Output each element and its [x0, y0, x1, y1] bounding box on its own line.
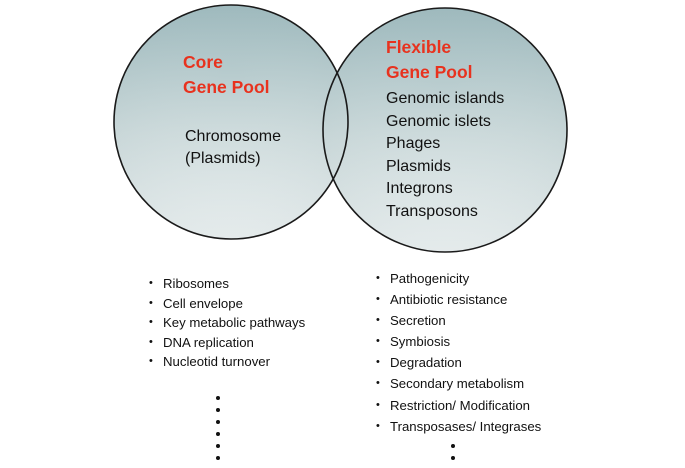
circle-outlines: [113, 4, 568, 253]
core-feature-item: Cell envelope: [149, 294, 305, 314]
flexible-feature-item: Secondary metabolism: [376, 373, 541, 394]
continuation-dot: [216, 408, 220, 412]
core-feature-item: Ribosomes: [149, 274, 305, 294]
flexible-feature-item: Antibiotic resistance: [376, 289, 541, 310]
flexible-element: Plasmids: [386, 157, 451, 175]
flexible-feature-item: Transposases/ Integrases: [376, 416, 541, 437]
flexible-feature-item: Degradation: [376, 352, 541, 373]
continuation-dot: [451, 456, 455, 460]
flexible-element: Integrons: [386, 180, 453, 198]
continuation-dot: [216, 432, 220, 436]
core-feature-item: Nucleotid turnover: [149, 352, 305, 372]
flexible-gene-pool-circle: [323, 8, 567, 252]
flexible-element: Phages: [386, 135, 441, 153]
core-features-list: Ribosomes Cell envelope Key metabolic pa…: [149, 274, 305, 372]
core-subtitle-line2: (Plasmids): [185, 150, 261, 167]
flexible-features-list: Pathogenicity Antibiotic resistance Secr…: [376, 268, 541, 437]
continuation-dot: [216, 420, 220, 424]
flexible-element: Genomic islets: [386, 112, 491, 130]
flexible-feature-item: Secretion: [376, 310, 541, 331]
core-gene-pool-circle: [114, 5, 348, 239]
core-feature-item: Key metabolic pathways: [149, 313, 305, 333]
flexible-element: Genomic islands: [386, 90, 505, 107]
flexible-title-line1: Flexible: [386, 37, 452, 57]
core-feature-item: DNA replication: [149, 333, 305, 353]
flexible-feature-item: Restriction/ Modification: [376, 395, 541, 416]
flexible-title-line2: Gene Pool: [386, 62, 473, 82]
continuation-dot: [216, 456, 220, 460]
core-title-line1: Core: [183, 52, 223, 72]
flexible-element: Transposons: [386, 202, 478, 220]
core-title-line2: Gene Pool: [183, 77, 270, 97]
continuation-dot: [451, 444, 455, 448]
continuation-dot: [216, 444, 220, 448]
flexible-feature-item: Symbiosis: [376, 331, 541, 352]
flexible-feature-item: Pathogenicity: [376, 268, 541, 289]
flexible-elements-list: Genomic islands Genomic islets Phages Pl…: [386, 88, 504, 224]
continuation-dot: [216, 396, 220, 400]
core-subtitle-line1: Chromosome: [185, 128, 282, 145]
